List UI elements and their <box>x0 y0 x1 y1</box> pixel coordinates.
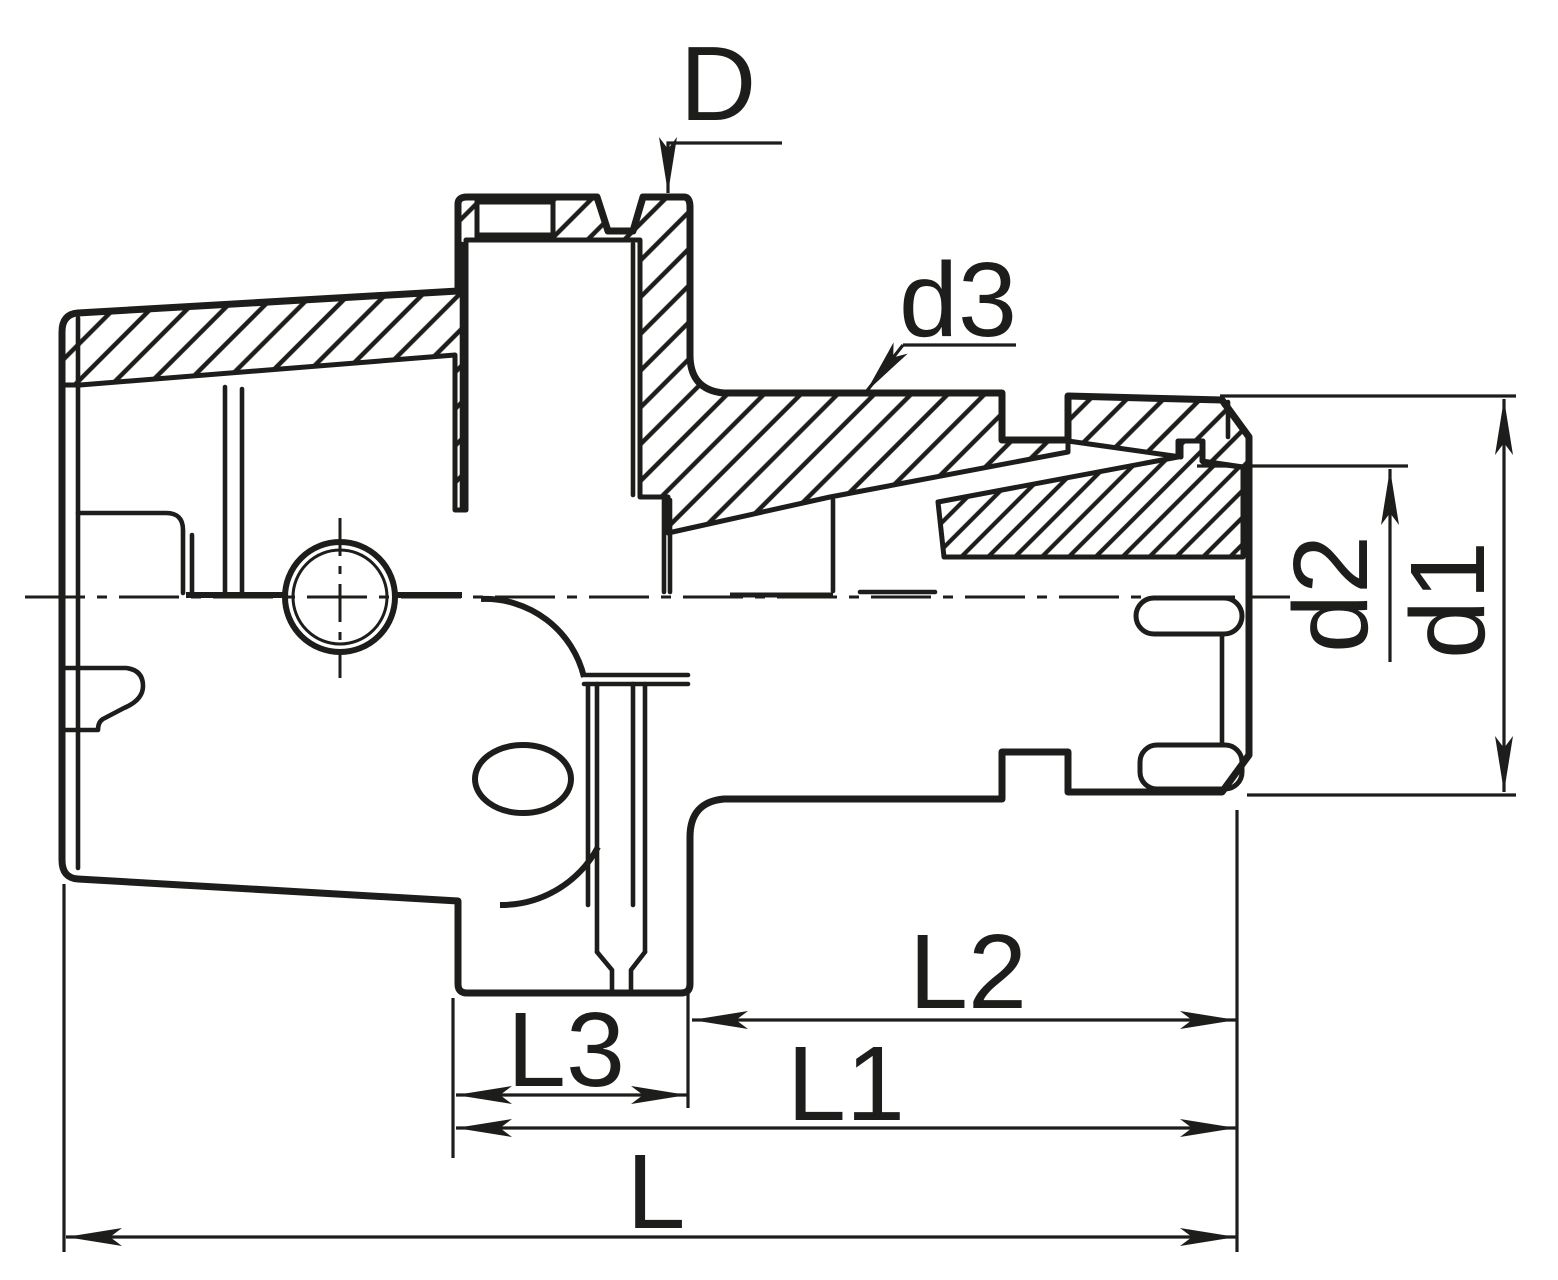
label-L1: L1 <box>787 1025 905 1143</box>
nut-wrench-slot-upper <box>1133 595 1245 637</box>
dim-d3-leader <box>864 342 908 393</box>
key-slot-chamfer-right <box>628 949 648 996</box>
centerlines <box>25 518 1290 678</box>
dim-D-leader <box>659 137 782 193</box>
section-hatching <box>59 194 1252 560</box>
label-L3: L3 <box>507 991 625 1109</box>
gripper-groove <box>474 199 556 238</box>
shank-cavity-bottom <box>75 510 186 596</box>
label-L2: L2 <box>909 913 1027 1031</box>
dimensions <box>62 137 1516 1252</box>
label-D: D <box>680 25 757 143</box>
label-d3: d3 <box>899 241 1017 359</box>
key-slot-chamfer-left <box>594 949 615 996</box>
label-d2: d2 <box>1272 535 1390 653</box>
tool-holder-outline <box>58 193 1253 997</box>
dimension-labels: D d3 d2 d1 L2 L3 L1 L <box>507 25 1507 1251</box>
label-d1: d1 <box>1389 541 1507 659</box>
drive-slot-arc-upper <box>480 595 587 678</box>
external-view-details <box>59 595 1245 996</box>
nut-section-hatch <box>1065 393 1252 471</box>
shank-index-notch <box>59 665 146 733</box>
drive-slot-arc-lower <box>499 845 601 909</box>
collet-section-hatch <box>935 438 1246 560</box>
label-L: L <box>627 1133 686 1251</box>
flange-side-hole <box>472 742 574 816</box>
